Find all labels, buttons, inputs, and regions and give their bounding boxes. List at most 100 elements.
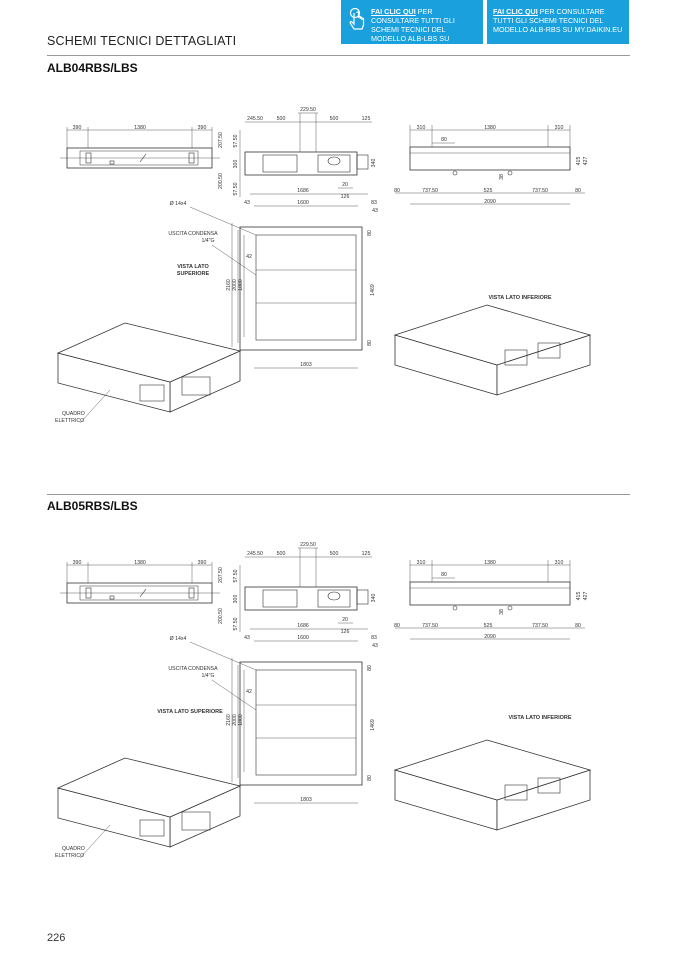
dimension-label: 20 <box>342 182 348 188</box>
dimension-label: 2090 <box>484 199 496 205</box>
dimension-label: 57.50 <box>233 617 239 630</box>
hole-icon <box>507 605 513 611</box>
hole-icon <box>507 170 513 176</box>
dimension-label: 1686 <box>297 188 309 194</box>
dimension-label: 1686 <box>297 623 309 629</box>
dimension-label: 229.50 <box>300 107 316 113</box>
dimension-label: 80 <box>575 188 581 194</box>
drawing-outline <box>262 154 298 173</box>
section-title: ALB04RBS/LBS <box>47 61 138 75</box>
callout-label: ELETTRICO <box>55 418 84 424</box>
drawing-outline <box>317 154 351 173</box>
dimension-label: 1380 <box>134 125 146 131</box>
drawing-outline <box>239 661 363 786</box>
dimension-label: 390 <box>198 560 207 566</box>
dimension-label: 80 <box>441 137 447 143</box>
dimension-label: 200.50 <box>218 173 224 189</box>
dimension-label: 38 <box>499 174 505 180</box>
dimension-label: 415 <box>576 592 582 601</box>
fan-icon <box>327 591 341 601</box>
cta-link-text: FAI CLIC QUI <box>371 7 416 16</box>
page-number: 226 <box>47 932 66 944</box>
drawing-outline <box>262 589 298 608</box>
view-label: VISTA LATO INFERIORE <box>488 295 551 301</box>
dimension-label: 1469 <box>370 284 376 296</box>
dimension-label: 310 <box>417 560 426 566</box>
hole-icon <box>452 170 458 176</box>
dimension-label: 42 <box>246 689 252 695</box>
drawing-outline <box>139 384 165 402</box>
drawing-outline <box>188 587 195 599</box>
drawing-outline <box>181 811 211 831</box>
dimension-label: 83 <box>371 200 377 206</box>
dimension-label: 42 <box>246 254 252 260</box>
drawing-outline <box>244 586 358 611</box>
dimension-label: 737.50 <box>422 188 438 194</box>
callout-label: 1/4"G <box>201 238 214 244</box>
dimension-label: 1380 <box>484 560 496 566</box>
dimension-label: 43 <box>372 643 378 649</box>
drawing-outline <box>85 587 92 599</box>
dimension-label: 1380 <box>484 125 496 131</box>
dimension-label: 310 <box>555 560 564 566</box>
drawing-outline <box>504 784 528 801</box>
dimension-label: 1800 <box>238 279 244 291</box>
dimension-label: 125 <box>362 551 371 557</box>
drawing-line <box>189 206 257 236</box>
dimension-label: 525 <box>484 623 493 629</box>
dimension-label: 390 <box>73 560 82 566</box>
dimension-label: 500 <box>277 116 286 122</box>
dimension-label: 2000 <box>232 279 238 291</box>
dimension-label: 245.50 <box>247 551 263 557</box>
drawing-outline <box>409 146 571 171</box>
dimension-label: 500 <box>330 551 339 557</box>
drawing-outline <box>255 234 357 341</box>
dimension-label: 80 <box>441 572 447 578</box>
dimension-label: 245.50 <box>247 116 263 122</box>
dimension-label: 1803 <box>300 362 312 368</box>
hole-icon <box>452 605 458 611</box>
dimension-label: 2160 <box>226 279 232 291</box>
drawing-line <box>139 588 147 598</box>
dimension-label: 415 <box>576 157 582 166</box>
dimension-label: 80 <box>367 340 373 346</box>
cta-link-alb-lbs[interactable]: FAI CLIC QUI PER CONSULTARE TUTTI GLI SC… <box>341 0 483 52</box>
dimension-label: 340 <box>371 159 377 168</box>
callout-label: 1/4"G <box>201 673 214 679</box>
iso-face <box>393 304 592 366</box>
dimension-label: 43 <box>372 208 378 214</box>
drawing-outline <box>537 342 561 359</box>
dimension-label: 207.50 <box>218 132 224 148</box>
drawing-outline <box>356 589 369 605</box>
drawing-line <box>189 641 257 671</box>
dimension-label: 125 <box>362 116 371 122</box>
drawing-outline <box>255 669 357 776</box>
drawing-outline <box>537 777 561 794</box>
drawing-line <box>79 824 111 859</box>
dimension-label: 300 <box>233 160 239 169</box>
dimension-label: 300 <box>233 595 239 604</box>
dimension-label: Ø 14x4 <box>170 201 187 207</box>
dimension-label: 2000 <box>232 714 238 726</box>
dimension-label: 737.50 <box>422 623 438 629</box>
dimension-label: 525 <box>484 188 493 194</box>
dimension-label: 427 <box>583 157 589 166</box>
cta-text: PER CONSULTARE TUTTI GLI SCHEMI TECNICI … <box>493 7 623 34</box>
dimension-label: 57.50 <box>233 569 239 582</box>
dimension-label: 1600 <box>297 635 309 641</box>
dimension-label: 57.50 <box>233 134 239 147</box>
cta-link-alb-rbs[interactable]: FAI CLIC QUI PER CONSULTARE TUTTI GLI SC… <box>487 0 629 44</box>
drawing-outline <box>139 819 165 837</box>
dimension-label: 207.50 <box>218 567 224 583</box>
drawing-outline <box>409 581 571 606</box>
dimension-label: 126 <box>341 629 350 635</box>
dimension-label: 737.50 <box>532 623 548 629</box>
section-title: ALB05RBS/LBS <box>47 499 138 513</box>
fan-icon <box>327 156 341 166</box>
view-label: SUPERIORE <box>177 271 210 277</box>
dimension-label: 20 <box>342 617 348 623</box>
dimension-label: 57.50 <box>233 182 239 195</box>
dimension-label: 340 <box>371 594 377 603</box>
page-title: SCHEMI TECNICI DETTAGLIATI <box>47 34 237 48</box>
dimension-label: 1803 <box>300 797 312 803</box>
